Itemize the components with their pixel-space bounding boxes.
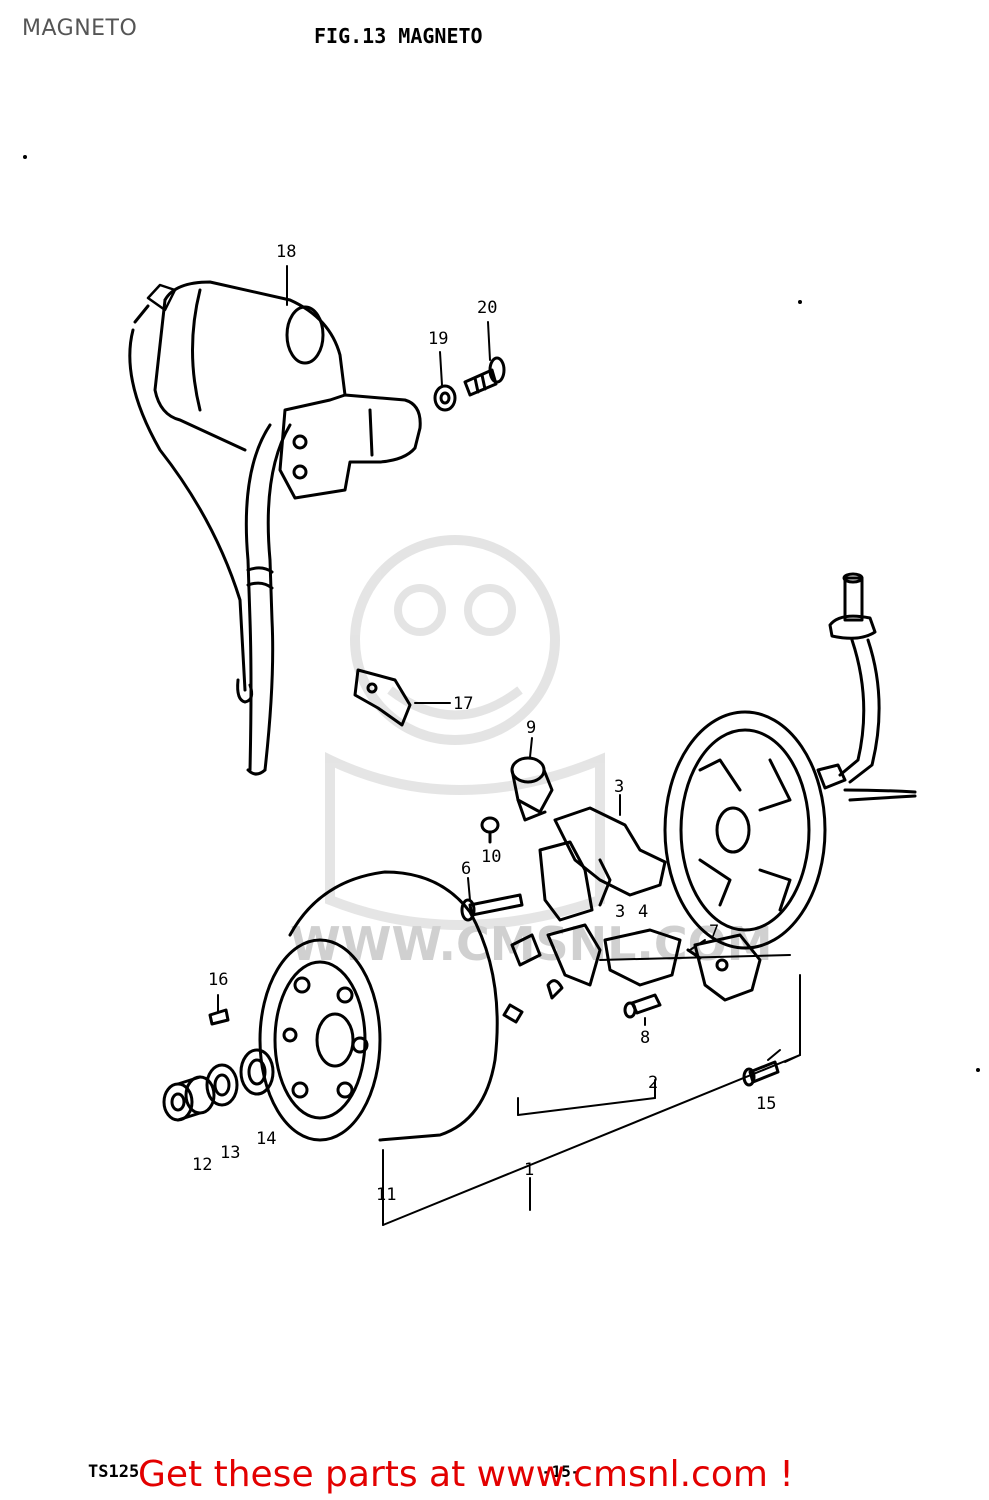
nut-12: [162, 1075, 216, 1122]
ignition-coil: [128, 280, 422, 776]
callout-3-top: 3: [614, 777, 624, 797]
stator-coils: [538, 806, 682, 987]
lock-washer-13: [205, 1063, 239, 1107]
clip: [546, 979, 564, 1000]
callout-16: 16: [208, 970, 228, 990]
callout-17: 17: [453, 694, 473, 714]
contact-block: [510, 933, 542, 967]
screw-8: [623, 993, 662, 1019]
clamp-17: [353, 668, 412, 727]
callout-13: 13: [220, 1143, 240, 1163]
screw-small: [502, 1003, 524, 1024]
screw-20: [463, 356, 506, 397]
callout-7: 7: [709, 922, 719, 942]
page-corner-title: MAGNETO: [22, 16, 138, 41]
watermark-text: WWW.CMSNL.COM: [290, 917, 773, 971]
washer-19: [433, 384, 457, 412]
figure-title: FIG.13 MAGNETO: [314, 24, 483, 48]
page-number: -15-: [542, 1462, 581, 1481]
screw-10: [480, 816, 500, 844]
callout-3-bottom: 3: [615, 902, 625, 922]
callout-19: 19: [428, 329, 448, 349]
callout-12: 12: [192, 1155, 212, 1175]
watermark-logo: [325, 535, 605, 930]
callout-4: 4: [638, 902, 648, 922]
condenser-9: [510, 756, 554, 822]
callout-18: 18: [276, 242, 296, 262]
callout-10: 10: [481, 847, 501, 867]
washer-14: [239, 1048, 275, 1096]
promo-link[interactable]: Get these parts at www.cmsnl.com !: [138, 1454, 794, 1495]
stator-base-plate: [663, 572, 917, 950]
callout-8: 8: [640, 1028, 650, 1048]
callout-numbers: 18 19 20 17 9 3 10 6 3 4 7 16 8 2 15 14 …: [192, 242, 776, 1205]
key-16: [208, 1008, 230, 1026]
callout-11: 11: [376, 1185, 396, 1205]
callout-9: 9: [526, 718, 536, 738]
callout-6: 6: [461, 859, 471, 879]
callout-15: 15: [756, 1094, 776, 1114]
model-code: TS125: [88, 1462, 140, 1482]
leader-lines: [217, 265, 801, 1226]
flywheel-rotor-11: [258, 870, 499, 1142]
callout-1: 1: [524, 1160, 534, 1180]
callout-14: 14: [256, 1129, 276, 1149]
callout-2: 2: [648, 1073, 658, 1093]
callout-20: 20: [477, 298, 497, 318]
